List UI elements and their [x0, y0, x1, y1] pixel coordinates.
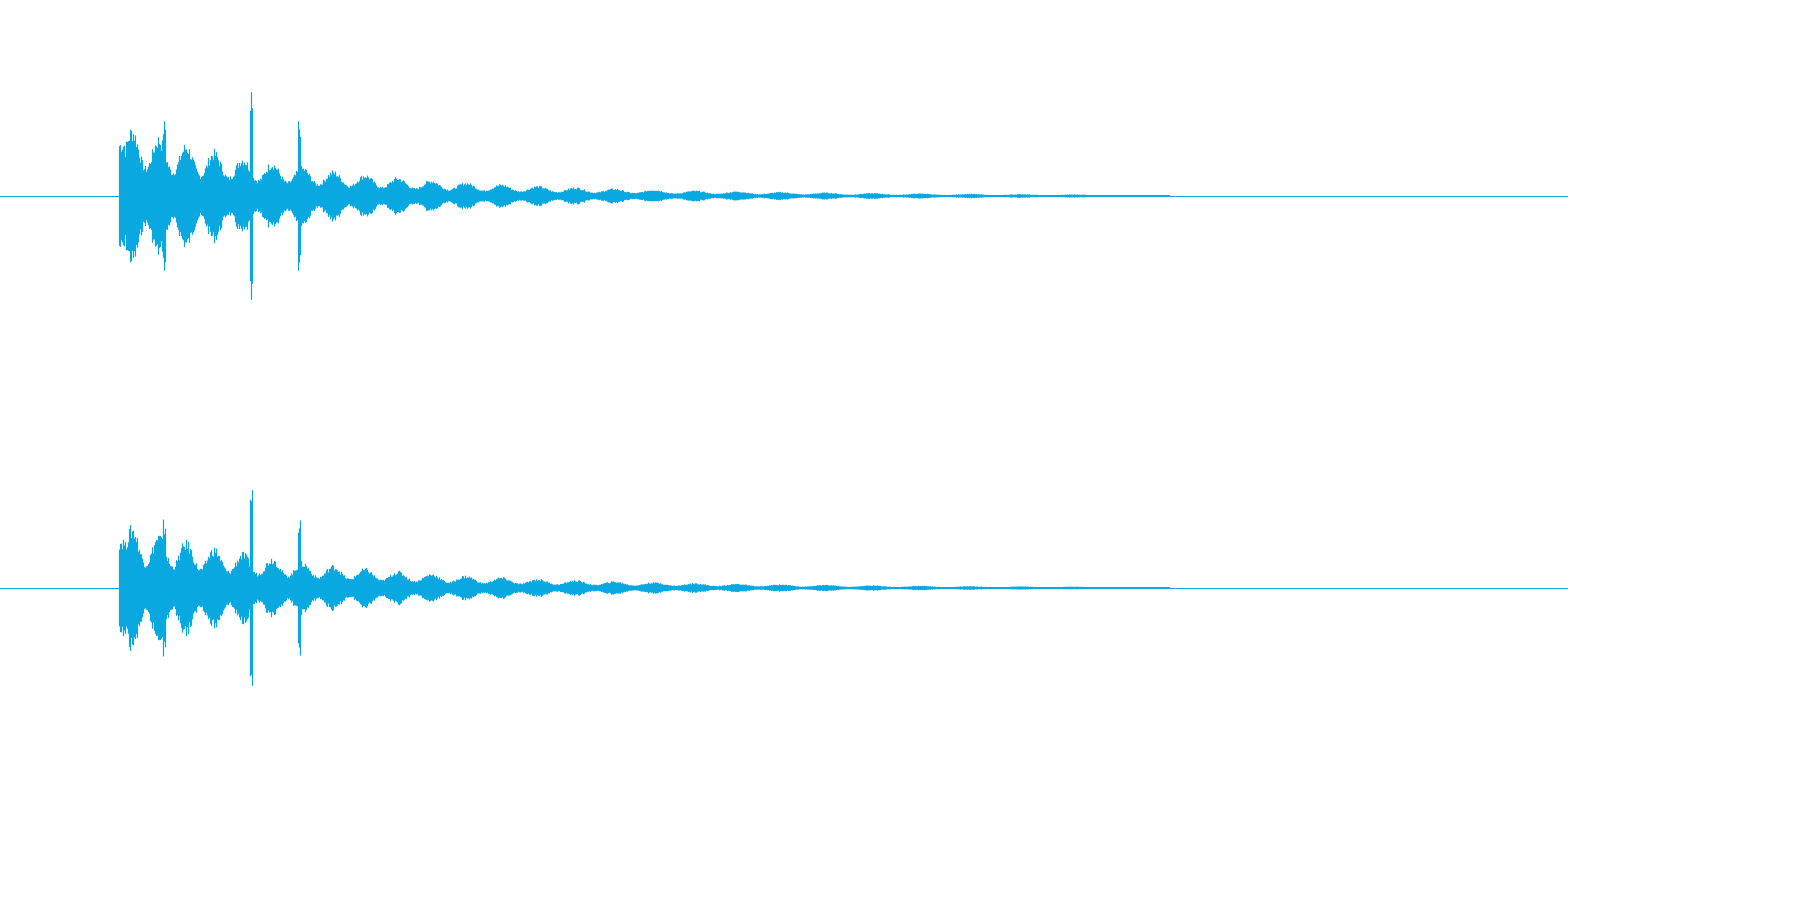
- waveform-trace-1: [118, 92, 1171, 300]
- waveform-view: [0, 92, 1568, 686]
- waveform-trace-2: [118, 490, 1171, 686]
- waveform-channel-2: [0, 490, 1568, 686]
- waveform-channel-1: [0, 92, 1568, 300]
- waveform-canvas: [0, 92, 1568, 686]
